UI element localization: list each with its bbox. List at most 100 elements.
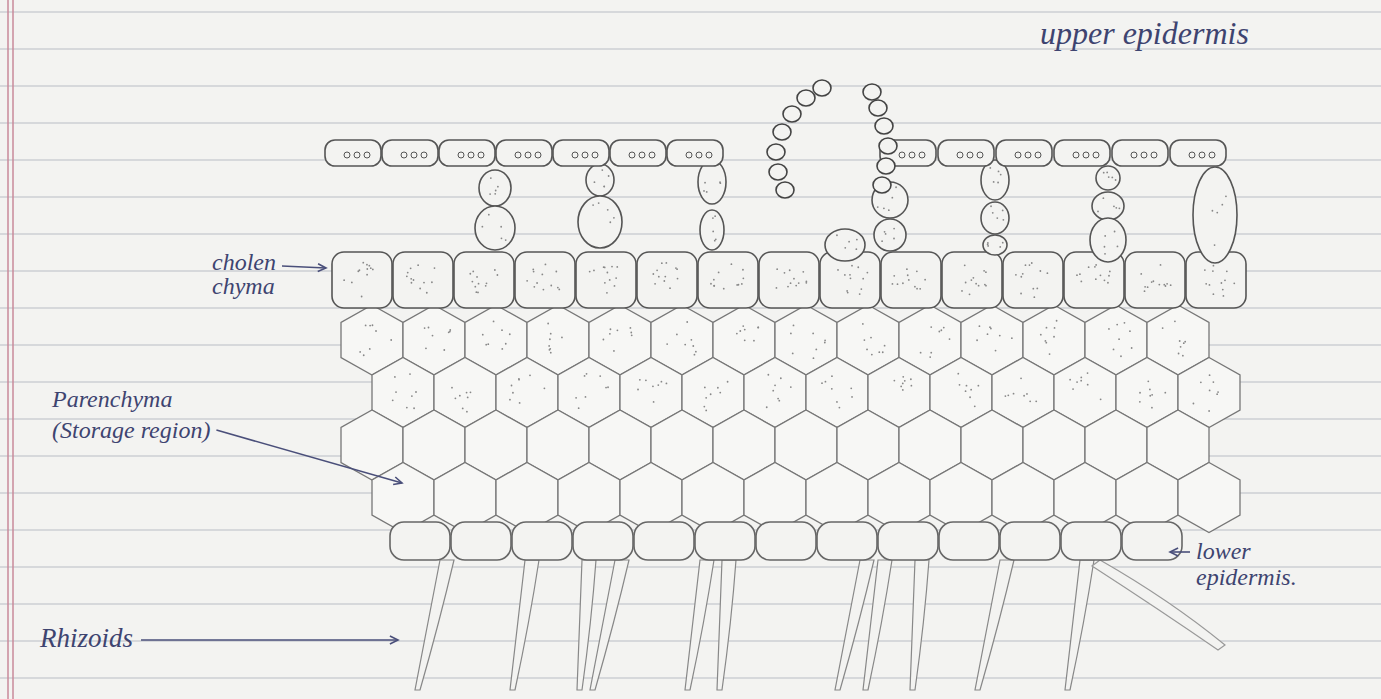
stipple-dot [744,339,746,341]
stipple-dot [1072,388,1074,390]
leader-line [282,266,326,268]
stipple-dot [424,327,426,329]
stipple-dot [824,339,826,341]
stipple-dot [723,288,725,290]
stipple-dot [411,282,413,284]
stipple-dot [888,209,890,211]
stipple-dot [736,333,738,335]
pore-cell [769,164,787,180]
stipple-dot [557,287,559,289]
stipple-dot [985,271,987,273]
stipple-dot [1180,346,1182,348]
stipple-dot [802,271,804,273]
stipple-dot [472,271,474,273]
stipple-dot [742,269,744,271]
stipple-dot [712,231,714,233]
ruled-line [0,85,1381,86]
stipple-dot [717,387,719,389]
stipple-dot [1046,327,1048,329]
stipple-dot [862,323,864,325]
stipple-dot [1209,390,1211,392]
stipple-dot [1147,286,1149,288]
stipple-dot [613,217,615,219]
stipple-dot [372,324,374,326]
stipple-dot [609,221,611,223]
stipple-dot [432,335,434,337]
chlorenchyma-cell [576,252,636,308]
stipple-dot [661,262,663,264]
stipple-dot [742,277,744,279]
stipple-dot [359,351,361,353]
stipple-dot [501,348,503,350]
cell-granule [957,152,963,158]
epidermis-cell [610,140,666,166]
stipple-dot [547,323,549,325]
epidermis-cell [938,140,994,166]
stipple-dot [466,411,468,413]
stipple-dot [713,279,715,281]
filament-cell [1096,166,1120,190]
stipple-dot [425,347,427,349]
lower-epidermis-cell [390,522,450,560]
filament-cell [578,196,622,248]
stipple-dot [366,264,368,266]
stipple-dot [462,408,464,410]
stipple-dot [846,290,848,292]
cell-granule [525,152,531,158]
stipple-dot [885,233,887,235]
stipple-dot [459,395,461,397]
stipple-dot [664,276,666,278]
stipple-dot [1114,231,1116,233]
epidermis-cell [382,140,438,166]
parenchyma-cell [1178,463,1240,533]
stipple-dot [616,266,618,268]
stipple-dot [512,392,514,394]
stipple-dot [848,241,850,243]
arrowhead [1170,548,1178,556]
stipple-dot [703,406,705,408]
ruled-line [0,566,1381,567]
stipple-dot [652,273,654,275]
cell-granule [1073,152,1079,158]
stipple-dot [1109,271,1111,273]
stipple-dot [366,274,368,276]
ruled-line [0,122,1381,123]
cell-granule [1141,152,1147,158]
chlorenchyma-cell [759,252,819,308]
ruled-line [0,233,1381,234]
stipple-dot [837,269,839,271]
stipple-dot [605,387,607,389]
stipple-dot [529,374,531,376]
stipple-dot [695,351,697,353]
margin-line [12,0,14,699]
stipple-dot [428,327,430,329]
stipple-dot [863,339,865,341]
stipple-dot [706,191,708,193]
stipple-dot [883,207,885,209]
stipple-dot [795,285,797,287]
stipple-dot [790,282,792,284]
stipple-dot [614,285,616,287]
stipple-dot [406,407,408,409]
rhizoid [590,560,629,690]
stipple-dot [410,267,412,269]
stipple-dot [895,186,897,188]
stipple-dot [489,193,491,195]
stipple-dot [684,344,686,346]
stipple-dot [413,407,415,409]
stipple-dot [878,351,880,353]
stipple-dot [916,270,918,272]
stipple-dot [943,327,945,329]
stipple-dot [877,206,879,208]
stipple-dot [1118,338,1120,340]
stipple-dot [409,373,411,375]
pore-cell [877,158,895,174]
part-label: cholen chyma [212,250,304,298]
stipple-dot [550,333,552,335]
stipple-dot [919,288,921,290]
stipple-dot [449,329,451,331]
stipple-dot [613,350,615,352]
stipple-dot [575,397,577,399]
stipple-dot [395,391,397,393]
stipple-dot [609,279,611,281]
